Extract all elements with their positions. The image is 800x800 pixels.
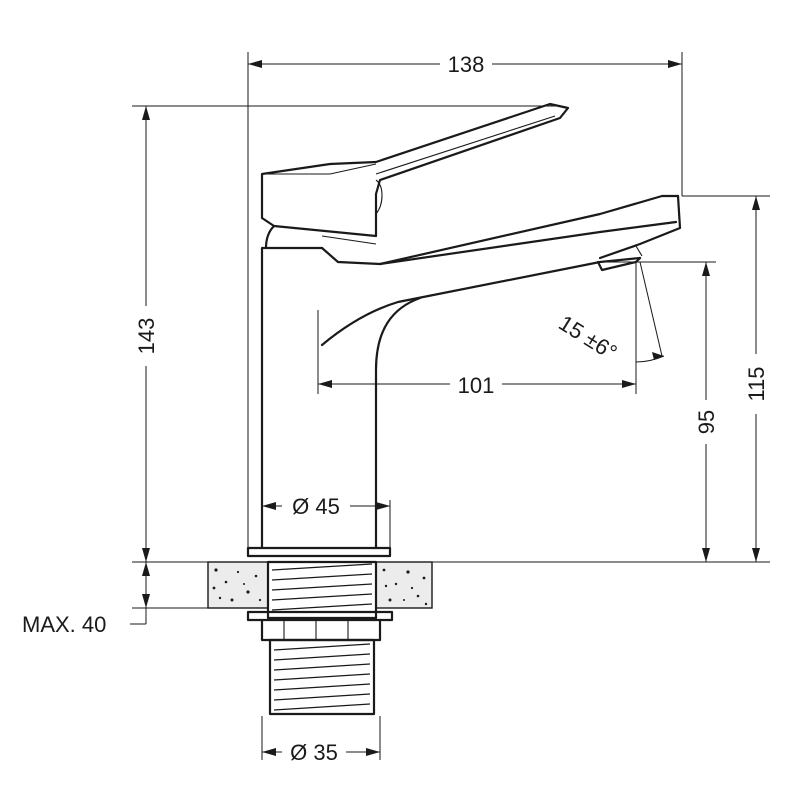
dimension-body-diameter: Ø 45 — [262, 494, 391, 548]
countertop-section — [207, 561, 433, 609]
dimension-countertop-thickness: MAX. 40 — [22, 562, 208, 637]
outlet-clearance-label: 95 — [694, 410, 719, 434]
spout-reach-label: 101 — [458, 373, 495, 398]
dimension-outlet-angle: 15 ±6° — [554, 261, 665, 365]
lever-handle — [260, 102, 570, 250]
overall-height-label: 143 — [134, 318, 159, 355]
dimension-spout-reach: 101 — [317, 262, 637, 398]
dimension-overall-width: 138 — [247, 52, 683, 548]
threaded-shank — [246, 560, 394, 716]
body-diameter-label: Ø 45 — [292, 494, 340, 519]
outlet-angle-label: 15 ±6° — [554, 310, 621, 365]
dimension-thread-diameter: Ø 35 — [261, 716, 381, 765]
faucet-body — [246, 194, 682, 558]
thread-diameter-label: Ø 35 — [290, 740, 338, 765]
countertop-thickness-label: MAX. 40 — [22, 612, 106, 637]
countertop-speckles — [212, 568, 428, 606]
dimension-outlet-clearance: 95 — [604, 261, 719, 562]
spout-height-label: 115 — [744, 366, 769, 401]
overall-width-label: 138 — [448, 52, 485, 77]
dimension-overall-height: 143 — [132, 105, 560, 562]
dimension-spout-height: 115 — [682, 195, 770, 562]
